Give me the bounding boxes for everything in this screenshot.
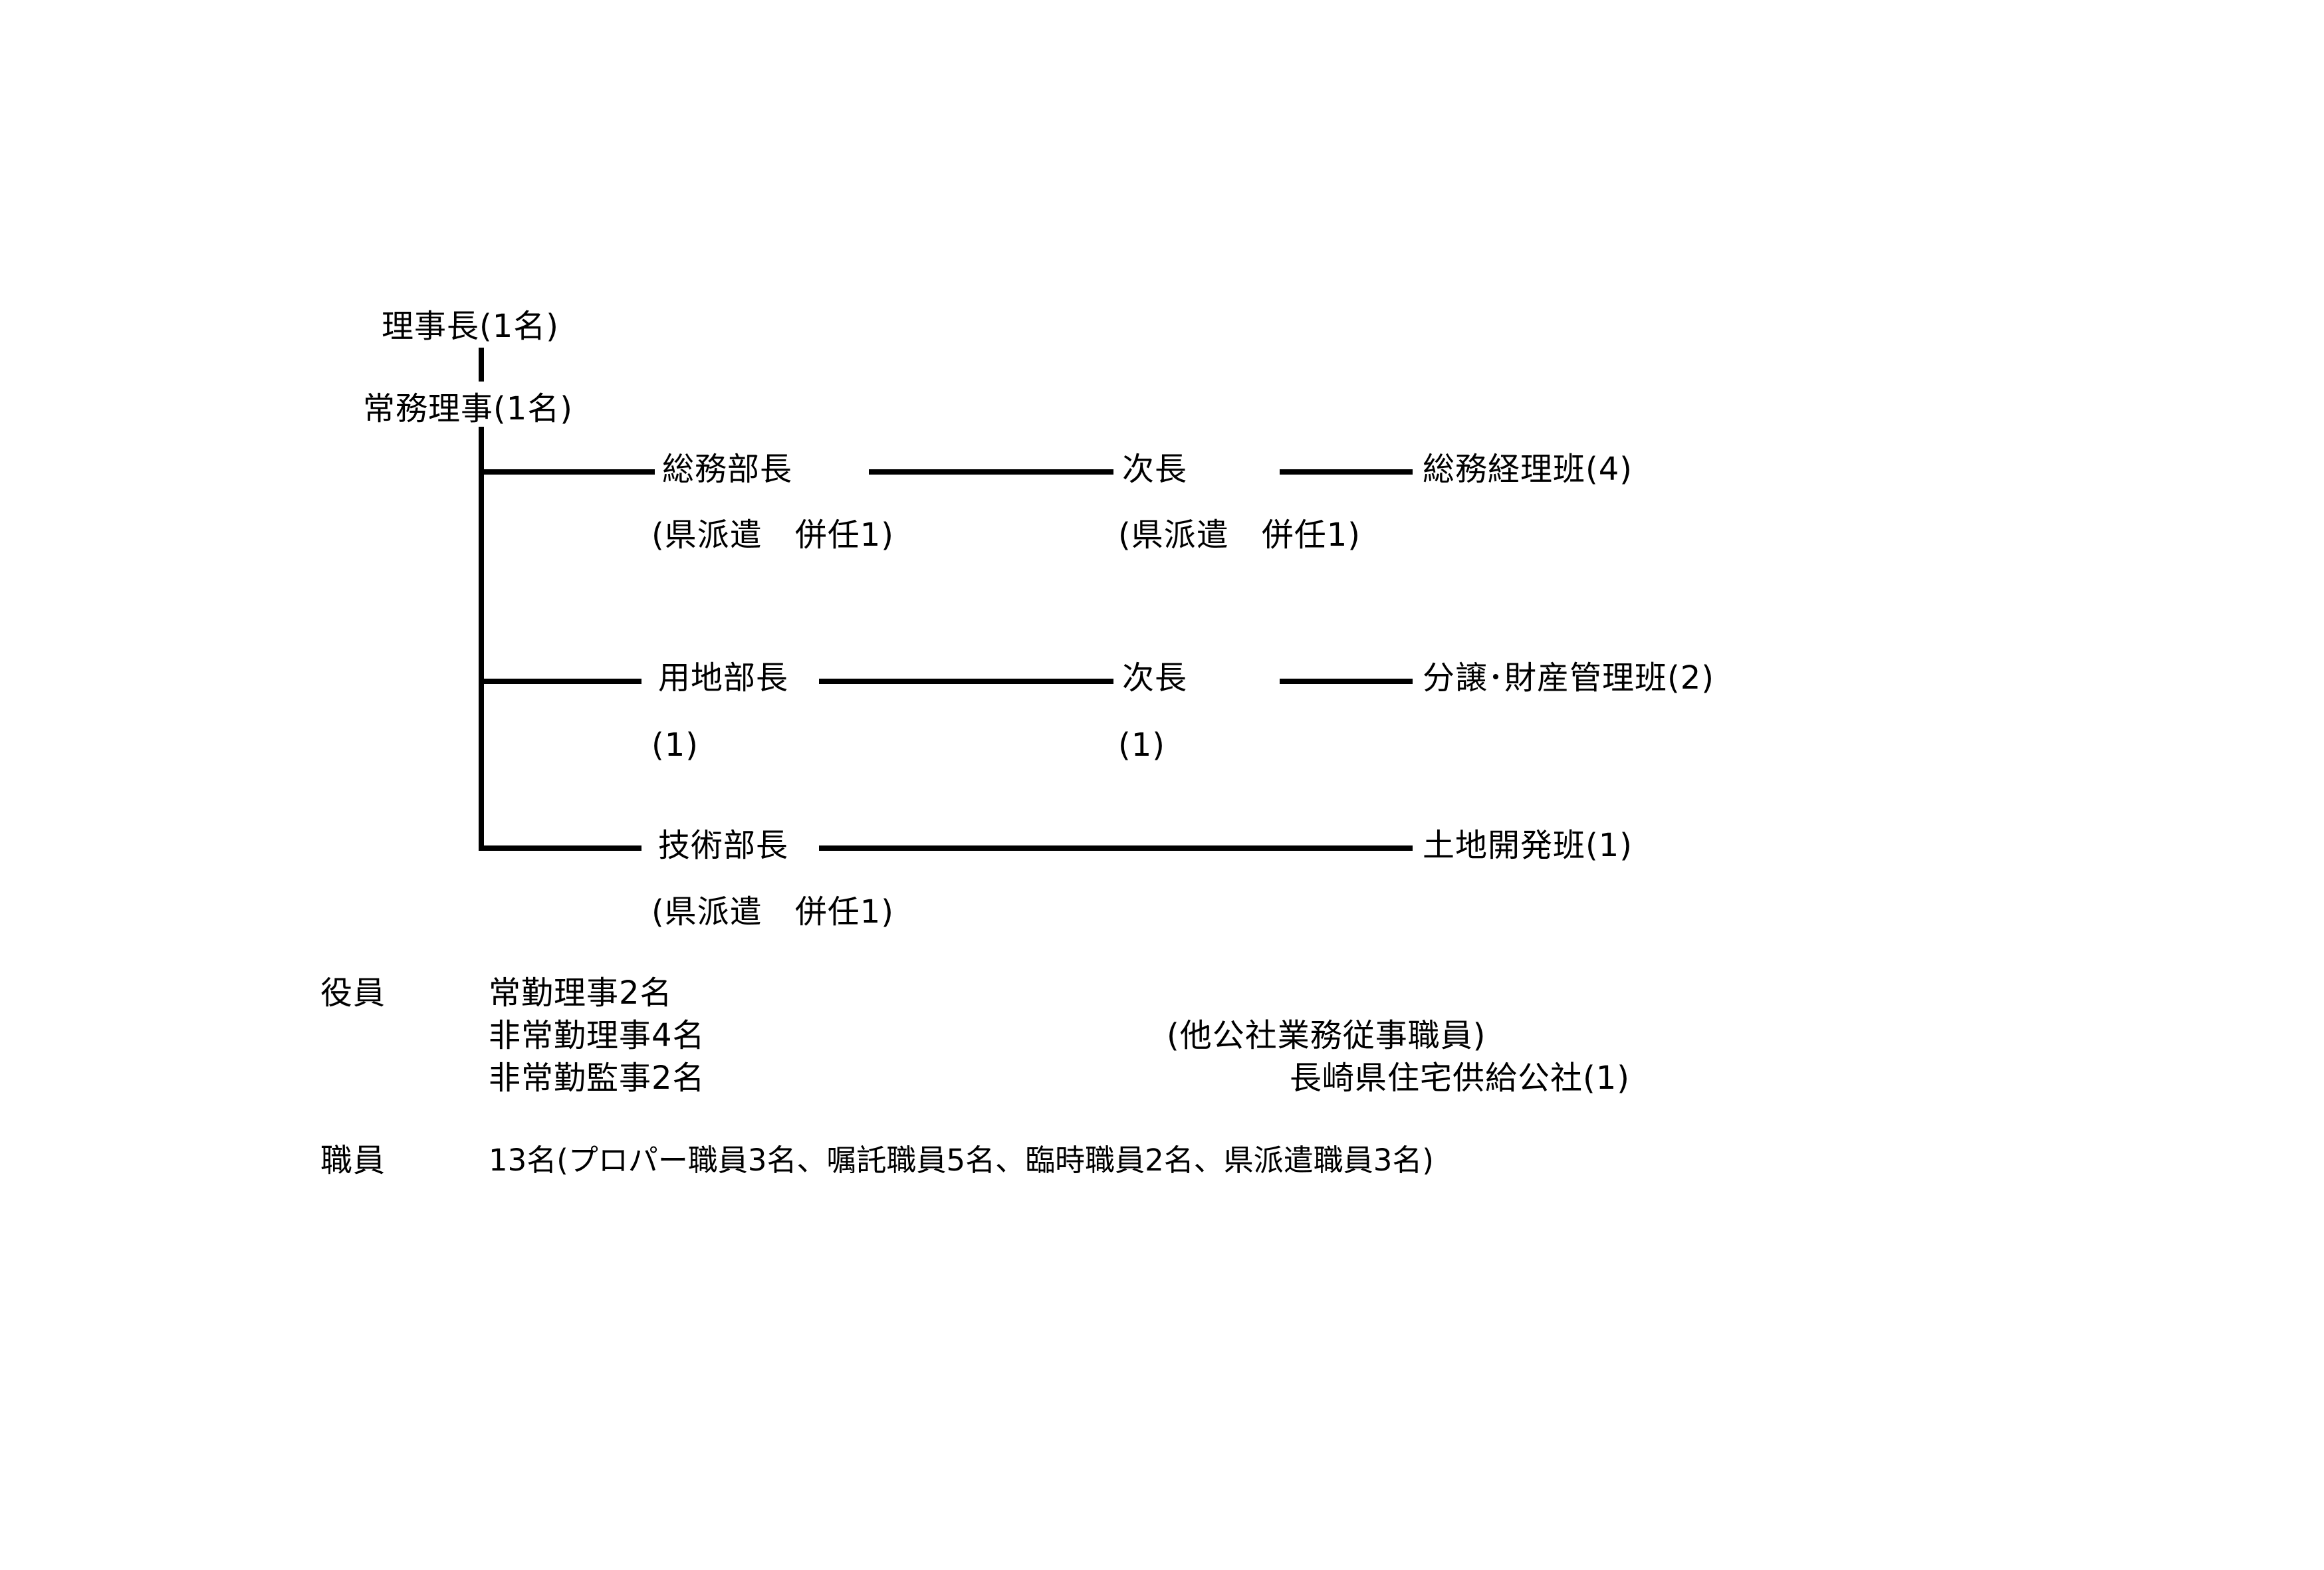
- land-head-label: 用地部長: [658, 659, 789, 697]
- other-agency-detail: 長崎県住宅供給公社(1): [1290, 1060, 1630, 1097]
- general-affairs-head-note: (県派遣 併任1): [651, 516, 894, 554]
- general-affairs-team-label: 総務経理班(4): [1423, 451, 1633, 488]
- technical-head-label: 技術部長: [658, 827, 789, 864]
- land-team-label: 分譲･財産管理班(2): [1423, 659, 1714, 697]
- technical-head-note: (県派遣 併任1): [651, 893, 894, 931]
- general-affairs-deputy-label: 次長: [1122, 451, 1188, 488]
- general-affairs-deputy-note: (県派遣 併任1): [1118, 516, 1361, 554]
- land-head-note: (1): [651, 727, 699, 764]
- land-deputy-note: (1): [1118, 727, 1165, 764]
- staff-detail: 13名(プロパー職員3名、嘱託職員5名、臨時職員2名、県派遣職員3名): [489, 1143, 1434, 1178]
- officers-label: 役員: [320, 974, 386, 1012]
- land-deputy-label: 次長: [1122, 659, 1188, 697]
- officers-line: 非常勤理事4名: [489, 1017, 705, 1054]
- technical-team-label: 土地開発班(1): [1423, 827, 1633, 864]
- executive-director-label: 常務理事(1名): [363, 390, 573, 427]
- staff-label: 職員: [320, 1142, 386, 1179]
- general-affairs-head-label: 総務部長: [662, 451, 793, 488]
- officers-line: 非常勤監事2名: [489, 1060, 705, 1097]
- officers-line: 常勤理事2名: [489, 974, 673, 1012]
- chairman-label: 理事長(1名): [382, 308, 559, 345]
- other-agency-heading: (他公社業務従事職員): [1167, 1017, 1486, 1054]
